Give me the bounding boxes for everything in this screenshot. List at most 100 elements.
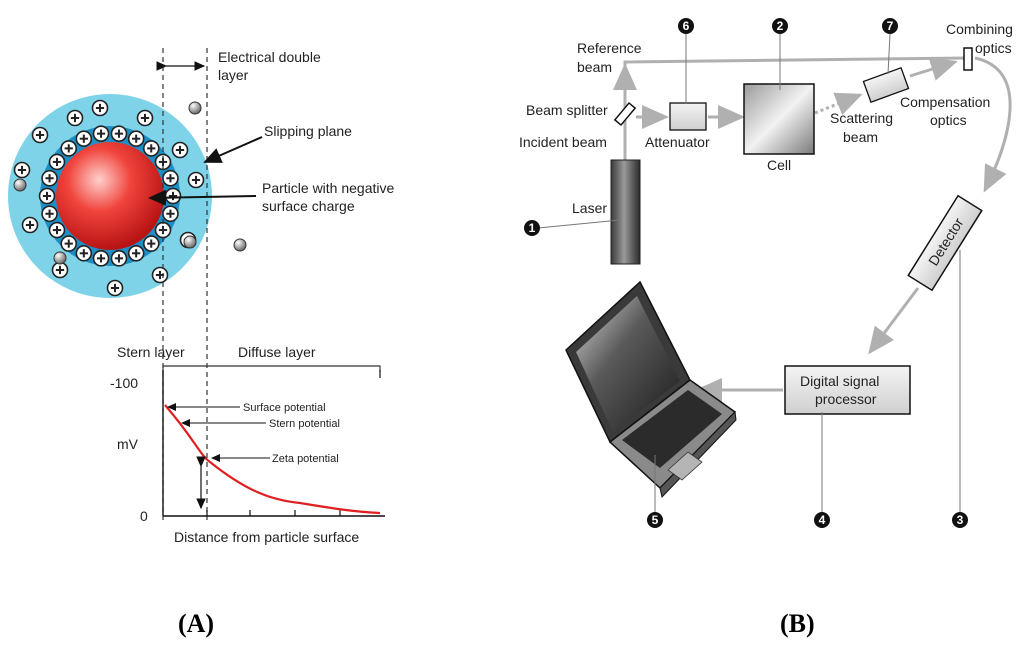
marker-5: 5 (647, 512, 663, 528)
combining-optics-label: Combining (946, 21, 1013, 37)
compensation-optics-label-2: optics (930, 112, 967, 128)
stern-ions (38, 125, 182, 267)
diffuse-bracket (162, 365, 381, 372)
cation-ion (110, 250, 128, 267)
cation-ion (38, 187, 56, 205)
scattering-beam-label-2: beam (843, 129, 878, 145)
panel-b-caption: (B) (780, 609, 815, 638)
marker-1: 1 (524, 220, 540, 236)
laptop-keyboard (622, 390, 722, 468)
touchpad (667, 451, 703, 481)
cation-ion (127, 245, 145, 262)
compensation-optics-label: Compensation (900, 94, 990, 110)
cation-ion (154, 153, 172, 171)
slipping-plane-arrow (203, 136, 263, 163)
marker-number: 6 (683, 19, 690, 33)
attenuator-box (669, 102, 707, 131)
panel-a: Electrical double layer Slipping plane P… (8, 48, 395, 638)
slipping-plane-label: Slipping plane (264, 123, 352, 139)
combining-optics-label-2: optics (975, 40, 1012, 56)
cation-ion (127, 130, 145, 147)
zeta-potential-label: Zeta potential (272, 453, 339, 465)
cation-ion (151, 266, 169, 284)
counter-ion (188, 101, 202, 115)
attenuator-label: Attenuator (645, 134, 710, 150)
marker-6: 6 (678, 18, 694, 34)
combining-optics (963, 47, 973, 71)
marker-7: 7 (882, 18, 898, 34)
cation-ion (162, 169, 179, 187)
marker-number: 5 (652, 513, 659, 527)
counter-ion (183, 235, 197, 249)
cation-ion (60, 140, 78, 157)
marker-number: 4 (819, 513, 826, 527)
scattering-beam-path (814, 92, 863, 116)
combined-beam-path (974, 56, 1012, 193)
cation-ion (41, 205, 58, 223)
x-axis-label: Distance from particle surface (174, 529, 359, 545)
stern-potential-label: Stern potential (269, 418, 340, 430)
cation-ion (31, 126, 49, 144)
diffuse-ions (13, 99, 247, 297)
cation-ion (48, 153, 66, 171)
stern-layer-label: Stern layer (117, 344, 185, 360)
potential-curve (164, 404, 381, 515)
dsp-box (784, 365, 911, 415)
cation-ion (41, 169, 58, 187)
cation-ion (75, 130, 93, 147)
reference-beam-path (623, 56, 969, 160)
detector-signal-path (868, 287, 920, 355)
compensation-optics-box (862, 66, 910, 104)
cation-ion (21, 216, 39, 234)
marker-4: 4 (814, 512, 830, 528)
reference-beam-label-2: beam (577, 59, 612, 75)
marker-number: 2 (777, 19, 784, 33)
cell-label: Cell (767, 157, 791, 173)
cation-ion (110, 125, 128, 142)
marker-number: 3 (957, 513, 964, 527)
reference-beam-label: Reference (577, 40, 642, 56)
marker-2: 2 (772, 18, 788, 34)
detector-box: Detector (907, 194, 983, 292)
cation-ion (162, 205, 179, 223)
marker-number: 1 (529, 221, 536, 235)
dsp-label: Digital signal (800, 373, 879, 389)
numbered-markers: 1 2 3 4 5 6 7 (524, 18, 968, 528)
cation-ion (92, 125, 110, 142)
counter-ion (53, 251, 67, 265)
counter-ion (13, 178, 27, 192)
laptop-screen (576, 296, 680, 432)
x-ticks (206, 510, 341, 516)
laptop-icon (565, 280, 737, 499)
surface-potential-label: Surface potential (243, 402, 326, 414)
particle-label-2: surface charge (262, 198, 355, 214)
edl-label: Electrical double (218, 49, 321, 65)
scattering-beam-label: Scattering (830, 110, 893, 126)
counter-ion (233, 238, 247, 252)
particle-label: Particle with negative (262, 180, 395, 196)
diffuse-layer-label: Diffuse layer (238, 344, 316, 360)
cation-ion (164, 187, 182, 205)
cation-ion (60, 235, 78, 252)
incident-beam-label: Incident beam (519, 134, 607, 150)
marker-3: 3 (952, 512, 968, 528)
charged-particle (8, 94, 247, 298)
y-unit-label: mV (117, 436, 139, 452)
cation-ion (187, 171, 205, 189)
cation-ion (51, 261, 69, 279)
y-tick-bottom: 0 (140, 508, 148, 524)
marker-number: 7 (887, 19, 894, 33)
cation-ion (136, 109, 154, 127)
cation-ion (91, 99, 109, 117)
cation-ion (142, 235, 160, 252)
y-tick-top: -100 (110, 375, 138, 391)
potential-plot: -100 mV 0 Distance from particle surface… (110, 370, 385, 545)
cation-ion (48, 221, 66, 239)
cation-ion (75, 245, 93, 262)
cation-ion (66, 109, 84, 127)
cation-ion (92, 250, 110, 267)
panel-b: Detector Digital signal processor 123456… (519, 18, 1013, 638)
beam-splitter-label: Beam splitter (526, 102, 608, 118)
beam-splitter (613, 101, 637, 127)
